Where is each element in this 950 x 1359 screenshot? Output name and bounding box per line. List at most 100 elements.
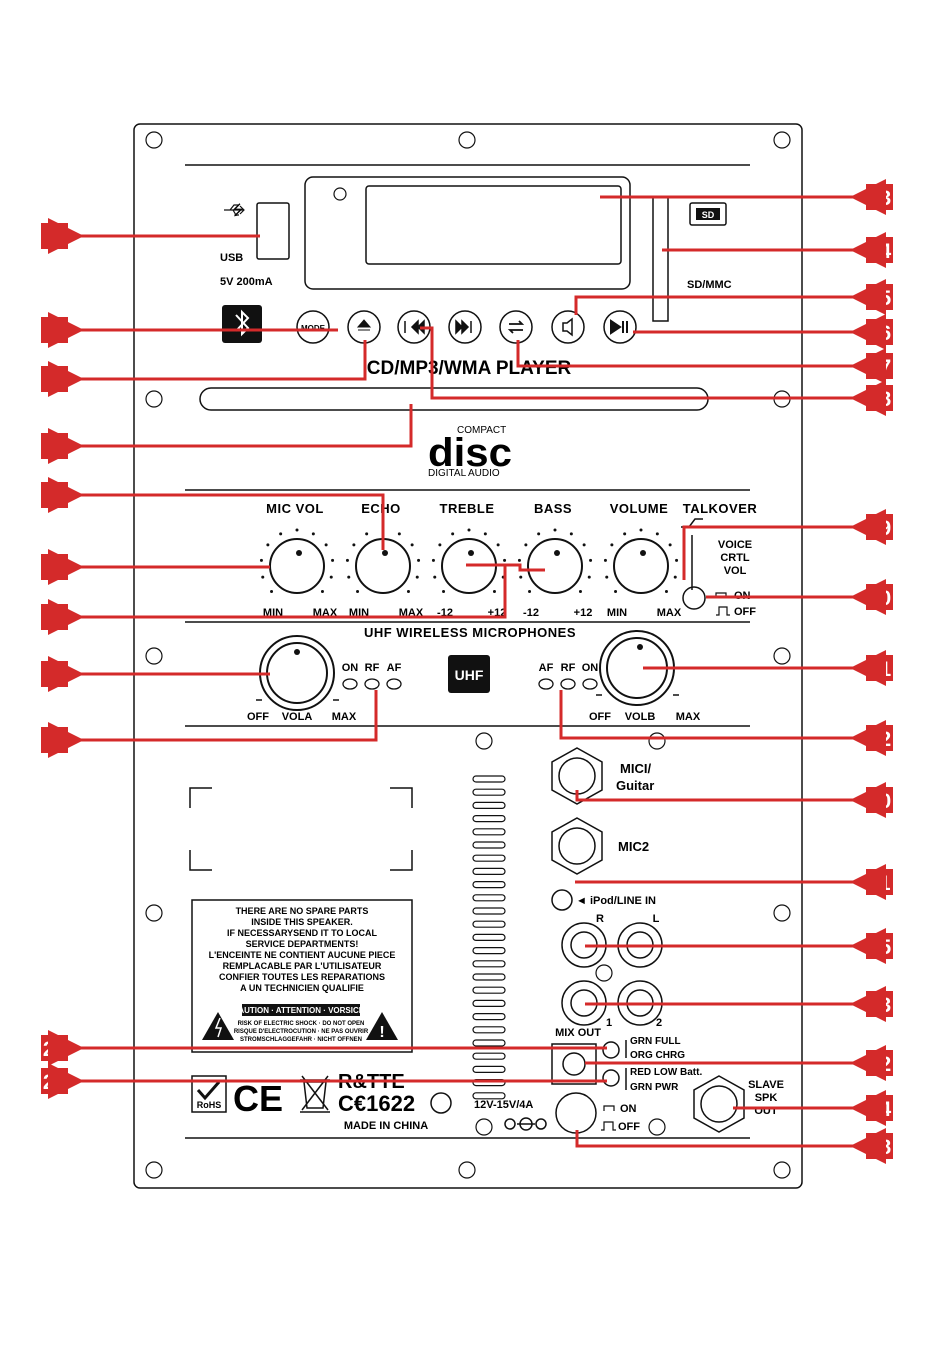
power-off-label: OFF xyxy=(618,1121,640,1133)
callout-number: 21 xyxy=(868,658,892,681)
player-title: CD/MP3/WMA PLAYER xyxy=(367,358,572,379)
lcd-display xyxy=(365,185,622,265)
usb-port[interactable] xyxy=(256,202,290,260)
callout-11: 11 xyxy=(575,864,893,900)
play-pause-button[interactable] xyxy=(603,310,637,344)
callout-28: 28 xyxy=(575,1128,893,1164)
callout-line xyxy=(47,404,413,464)
vent-slot xyxy=(472,1065,506,1074)
mic2-jack[interactable] xyxy=(558,827,596,865)
svg-text:!: ! xyxy=(379,1024,384,1041)
callout-26: 26 xyxy=(41,1063,607,1099)
knob-bass: BASS-12+12 xyxy=(517,501,592,619)
exclamation-warning-icon xyxy=(366,1012,398,1040)
vent-slot xyxy=(472,933,506,942)
callout-line xyxy=(559,690,886,756)
callout-13: 13 xyxy=(600,179,893,215)
vent-slot xyxy=(472,801,506,810)
callout-number: 24 xyxy=(868,1098,892,1121)
power-switch[interactable] xyxy=(555,1092,597,1134)
callout-15: 15 xyxy=(574,279,893,315)
rohs-logo xyxy=(191,1075,227,1113)
callout-line xyxy=(516,340,886,384)
svg-text:OFF: OFF xyxy=(589,711,611,723)
charger-socket[interactable] xyxy=(562,1052,586,1076)
section-dividers xyxy=(185,164,750,1139)
warning-line: L'ENCEINTE NE CONTIENT AUCUNE PIECE xyxy=(209,950,396,960)
vent-slot xyxy=(472,841,506,849)
svg-text:DIGITAL AUDIO: DIGITAL AUDIO xyxy=(428,468,500,479)
warning-line: REMPLACABLE PAR L'UTILISATEUR xyxy=(223,961,382,971)
callout-22: 22 xyxy=(559,690,893,756)
power-input-label: 12V-15V/4A xyxy=(474,1099,533,1111)
svg-text:disc: disc xyxy=(428,431,512,475)
svg-text:MAX: MAX xyxy=(676,711,701,723)
callout-number: 25 xyxy=(868,936,892,959)
svg-text:SLAVE: SLAVE xyxy=(748,1079,784,1091)
callout-number: 27 xyxy=(43,1038,66,1061)
sd-badge-frame xyxy=(689,202,727,226)
callout-6: 6 xyxy=(41,549,270,585)
knob-dial[interactable] xyxy=(613,538,669,594)
play-pause-icon xyxy=(610,319,628,335)
svg-text:GRN PWR: GRN PWR xyxy=(630,1082,679,1093)
warning-line: CONFIER TOUTES LES REPARATIONS xyxy=(219,972,385,982)
vent-slot xyxy=(472,999,506,1008)
knob-treble: TREBLE-12+12 xyxy=(431,501,506,619)
warning-small-line: RISQUE D'ELECTROCUTION · NE PAS OUVRIR xyxy=(234,1029,369,1035)
power-on-label: ON xyxy=(620,1103,637,1115)
slave-spk-out-jack[interactable] xyxy=(700,1085,738,1123)
callout-line xyxy=(47,563,545,635)
mute-button[interactable] xyxy=(551,310,585,344)
next-button[interactable] xyxy=(448,310,482,344)
usb-label: USB xyxy=(220,252,243,264)
sd-badge: SD xyxy=(702,210,715,220)
svg-text:L: L xyxy=(653,913,660,925)
mic1-jack[interactable] xyxy=(558,757,596,795)
led-indicator xyxy=(386,678,402,690)
callout-8: 8 xyxy=(41,656,270,692)
ir-sensor xyxy=(333,187,347,201)
led-label: RF xyxy=(561,662,576,674)
vent-slot xyxy=(472,1052,506,1060)
callout-number: 11 xyxy=(868,872,891,895)
knob-label: TREBLE xyxy=(440,501,495,516)
svg-text:UHF: UHF xyxy=(455,667,484,683)
knob-label: BASS xyxy=(534,501,572,516)
callout-17: 17 xyxy=(516,340,893,384)
warning-line: INSIDE THIS SPEAKER. xyxy=(251,917,353,927)
callout-line xyxy=(574,279,886,315)
mount-holes xyxy=(145,131,791,1179)
talkover-off-label: OFF xyxy=(734,606,756,618)
led-label: AF xyxy=(387,662,402,674)
callout-number: 15 xyxy=(868,287,892,310)
talkover-switch[interactable] xyxy=(682,586,706,610)
sd-slot[interactable] xyxy=(652,196,669,322)
callouts: 1234567891011121314151617181920212223242… xyxy=(41,179,893,1164)
repeat-button[interactable] xyxy=(499,310,533,344)
led-indicator xyxy=(560,678,576,690)
callout-line xyxy=(575,1128,886,1164)
ipod-line-in-jack[interactable] xyxy=(551,889,573,911)
vent-slot xyxy=(472,880,506,889)
callout-1: 1 xyxy=(41,218,260,254)
vent-slot xyxy=(472,907,506,915)
svg-text:VOLA: VOLA xyxy=(282,711,313,723)
svg-text:RoHS: RoHS xyxy=(197,1100,222,1110)
led-label: AF xyxy=(539,662,554,674)
knob-dial[interactable] xyxy=(527,538,583,594)
mode-button[interactable] xyxy=(296,310,330,344)
vent-slot xyxy=(472,920,506,928)
callout-24: 24 xyxy=(733,1090,893,1126)
callout-number: 26 xyxy=(43,1071,66,1094)
svg-text:RED LOW Batt.: RED LOW Batt. xyxy=(630,1067,702,1078)
vent-slot xyxy=(472,828,506,836)
callout-number: 19 xyxy=(868,517,891,540)
knob-dial[interactable] xyxy=(269,538,325,594)
vent-slot xyxy=(472,1092,506,1100)
callout-line xyxy=(682,509,886,580)
vent-slot xyxy=(472,788,506,796)
callout-10: 10 xyxy=(575,782,893,818)
